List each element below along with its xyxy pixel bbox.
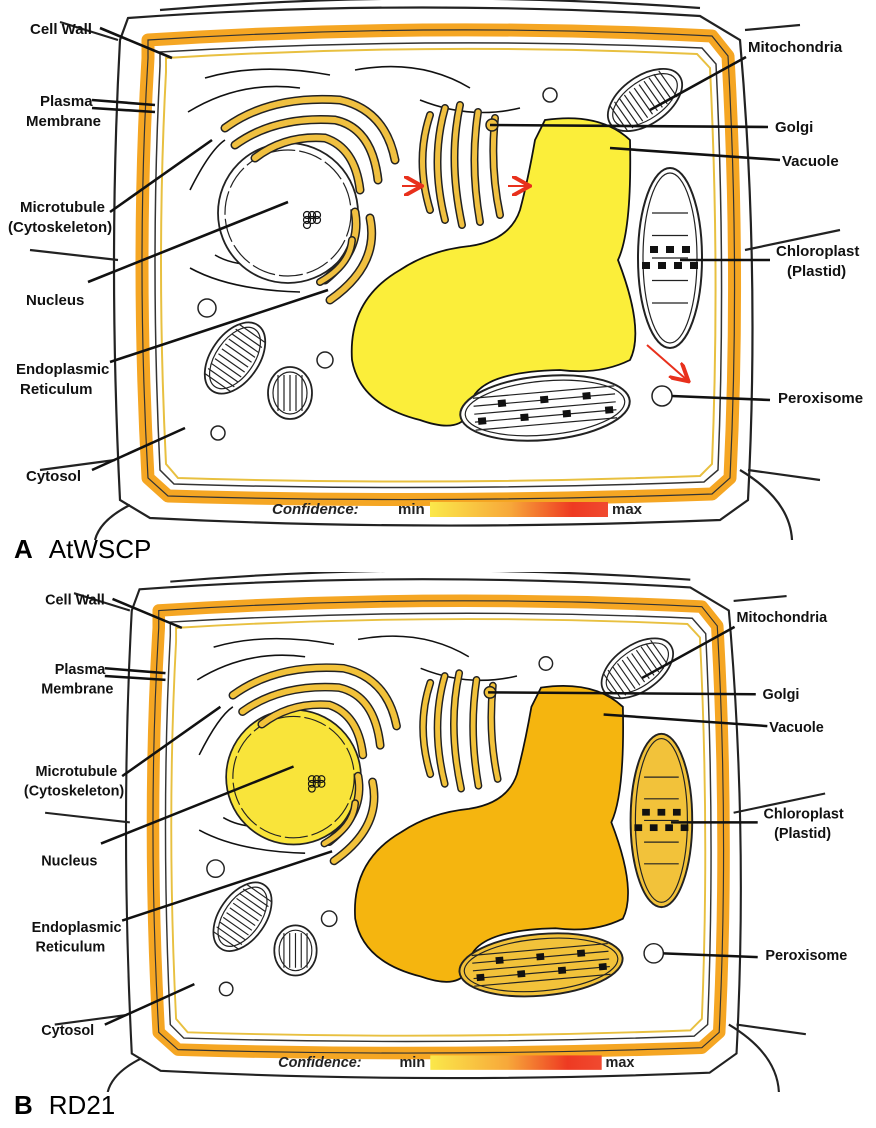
confidence-scale: Confidence: min max xyxy=(272,501,643,518)
confidence-max: max xyxy=(612,501,643,518)
label-nucleus: Nucleus xyxy=(41,854,97,870)
label-golgi: Golgi xyxy=(763,687,800,703)
label-golgi: Golgi xyxy=(775,119,813,136)
confidence-max: max xyxy=(606,1055,635,1071)
label-cell-wall: Cell Wall xyxy=(45,593,105,609)
label-cytoskeleton: (Cytoskeleton) xyxy=(8,219,112,236)
label-mitochondria: Mitochondria xyxy=(737,610,829,626)
label-cell-wall: Cell Wall xyxy=(30,21,92,38)
label-cytosol: Cytosol xyxy=(26,468,81,485)
label-plasma: Plasma xyxy=(40,93,93,110)
label-endoplasmic: Endoplasmic xyxy=(16,361,109,378)
caption-a: A AtWSCP xyxy=(14,534,151,565)
confidence-gradient-bar xyxy=(430,1055,601,1069)
caption-letter: A xyxy=(14,534,33,564)
chloroplast xyxy=(631,734,693,907)
confidence-min: min xyxy=(398,501,425,518)
label-reticulum: Reticulum xyxy=(20,381,93,398)
label-cytosol: Cytosol xyxy=(41,1023,94,1039)
label-reticulum: Reticulum xyxy=(35,939,105,955)
caption-name: RD21 xyxy=(49,1090,115,1120)
chloroplast xyxy=(638,168,702,348)
confidence-scale: Confidence: min max xyxy=(278,1055,634,1071)
mitochondrion xyxy=(268,367,312,419)
confidence-min: min xyxy=(399,1055,425,1071)
label-vacuole: Vacuole xyxy=(782,153,839,170)
confidence-gradient-bar xyxy=(430,502,608,517)
caption-letter: B xyxy=(14,1090,33,1120)
label-plastid: (Plastid) xyxy=(787,263,846,280)
label-plasma: Plasma xyxy=(55,662,107,678)
mitochondrion xyxy=(274,925,316,975)
label-microtubule: Microtubule xyxy=(20,199,105,216)
caption-b: B RD21 xyxy=(14,1090,115,1121)
label-cytoskeleton: (Cytoskeleton) xyxy=(24,783,124,799)
label-membrane: Membrane xyxy=(41,681,113,697)
label-plastid: (Plastid) xyxy=(774,826,831,842)
label-endoplasmic: Endoplasmic xyxy=(32,920,122,936)
confidence-label: Confidence: xyxy=(278,1055,362,1071)
label-peroxisome: Peroxisome xyxy=(765,948,847,964)
caption-name: AtWSCP xyxy=(49,534,152,564)
label-vacuole: Vacuole xyxy=(769,720,824,736)
label-mitochondria: Mitochondria xyxy=(748,39,843,56)
label-membrane: Membrane xyxy=(26,113,101,130)
confidence-label: Confidence: xyxy=(272,501,359,518)
label-chloroplast: Chloroplast xyxy=(776,243,859,260)
label-nucleus: Nucleus xyxy=(26,292,84,309)
label-chloroplast: Chloroplast xyxy=(763,807,843,823)
label-peroxisome: Peroxisome xyxy=(778,390,863,407)
label-microtubule: Microtubule xyxy=(35,764,117,780)
